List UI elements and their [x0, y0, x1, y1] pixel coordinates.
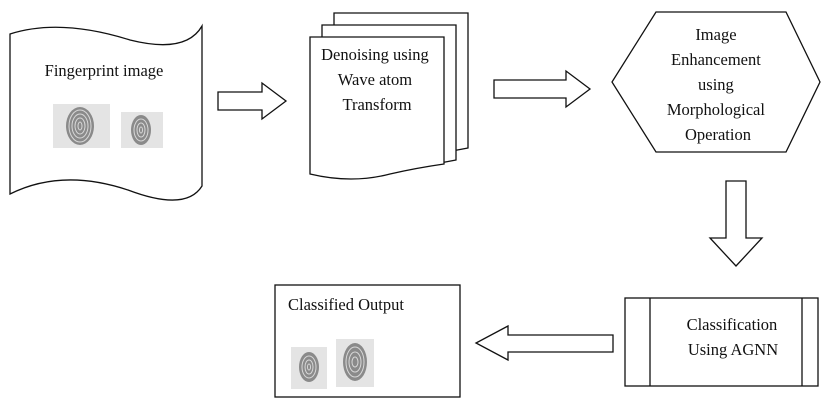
fingerprint-icon	[291, 347, 327, 389]
enhancement-hexagon	[611, 11, 821, 153]
fingerprint-icon	[336, 339, 374, 387]
denoising-node: Denoising using Wave atom Transform	[309, 12, 469, 180]
block-arrow-icon	[493, 69, 592, 109]
classified-output-label: Classified Output	[288, 295, 404, 314]
denoising-label: Denoising using Wave atom Transform	[321, 45, 433, 114]
fingerprint-image-node: Fingerprint image	[9, 23, 203, 201]
classification-label: Classification Using AGNN	[687, 315, 782, 359]
classification-label-line-2: Using AGNN	[688, 340, 778, 359]
classification-label-line-1: Classification	[687, 315, 778, 334]
block-arrow-icon	[217, 81, 288, 121]
classification-box	[624, 297, 819, 387]
enhancement-label-line-4: Morphological	[667, 100, 765, 119]
enhancement-label-line-1: Image	[695, 25, 736, 44]
denoising-label-line-3: Transform	[342, 95, 411, 114]
classification-node: Classification Using AGNN	[624, 297, 819, 387]
block-arrow-icon	[474, 324, 614, 362]
enhancement-label-line-2: Enhancement	[671, 50, 761, 69]
document-front-sheet	[309, 36, 445, 180]
enhancement-label-line-5: Operation	[685, 125, 751, 144]
enhancement-label: Image Enhancement using Morphological Op…	[667, 25, 769, 144]
enhancement-node: Image Enhancement using Morphological Op…	[611, 11, 821, 153]
classified-output-node: Classified Output	[274, 284, 461, 398]
block-arrow-icon	[708, 180, 764, 267]
enhancement-label-line-3: using	[698, 75, 734, 94]
fingerprint-image-label: Fingerprint image	[45, 61, 164, 80]
fingerprint-icon	[53, 104, 110, 148]
denoising-label-line-1: Denoising using	[321, 45, 429, 64]
fingerprint-icon	[121, 112, 163, 148]
denoising-label-line-2: Wave atom	[338, 70, 412, 89]
